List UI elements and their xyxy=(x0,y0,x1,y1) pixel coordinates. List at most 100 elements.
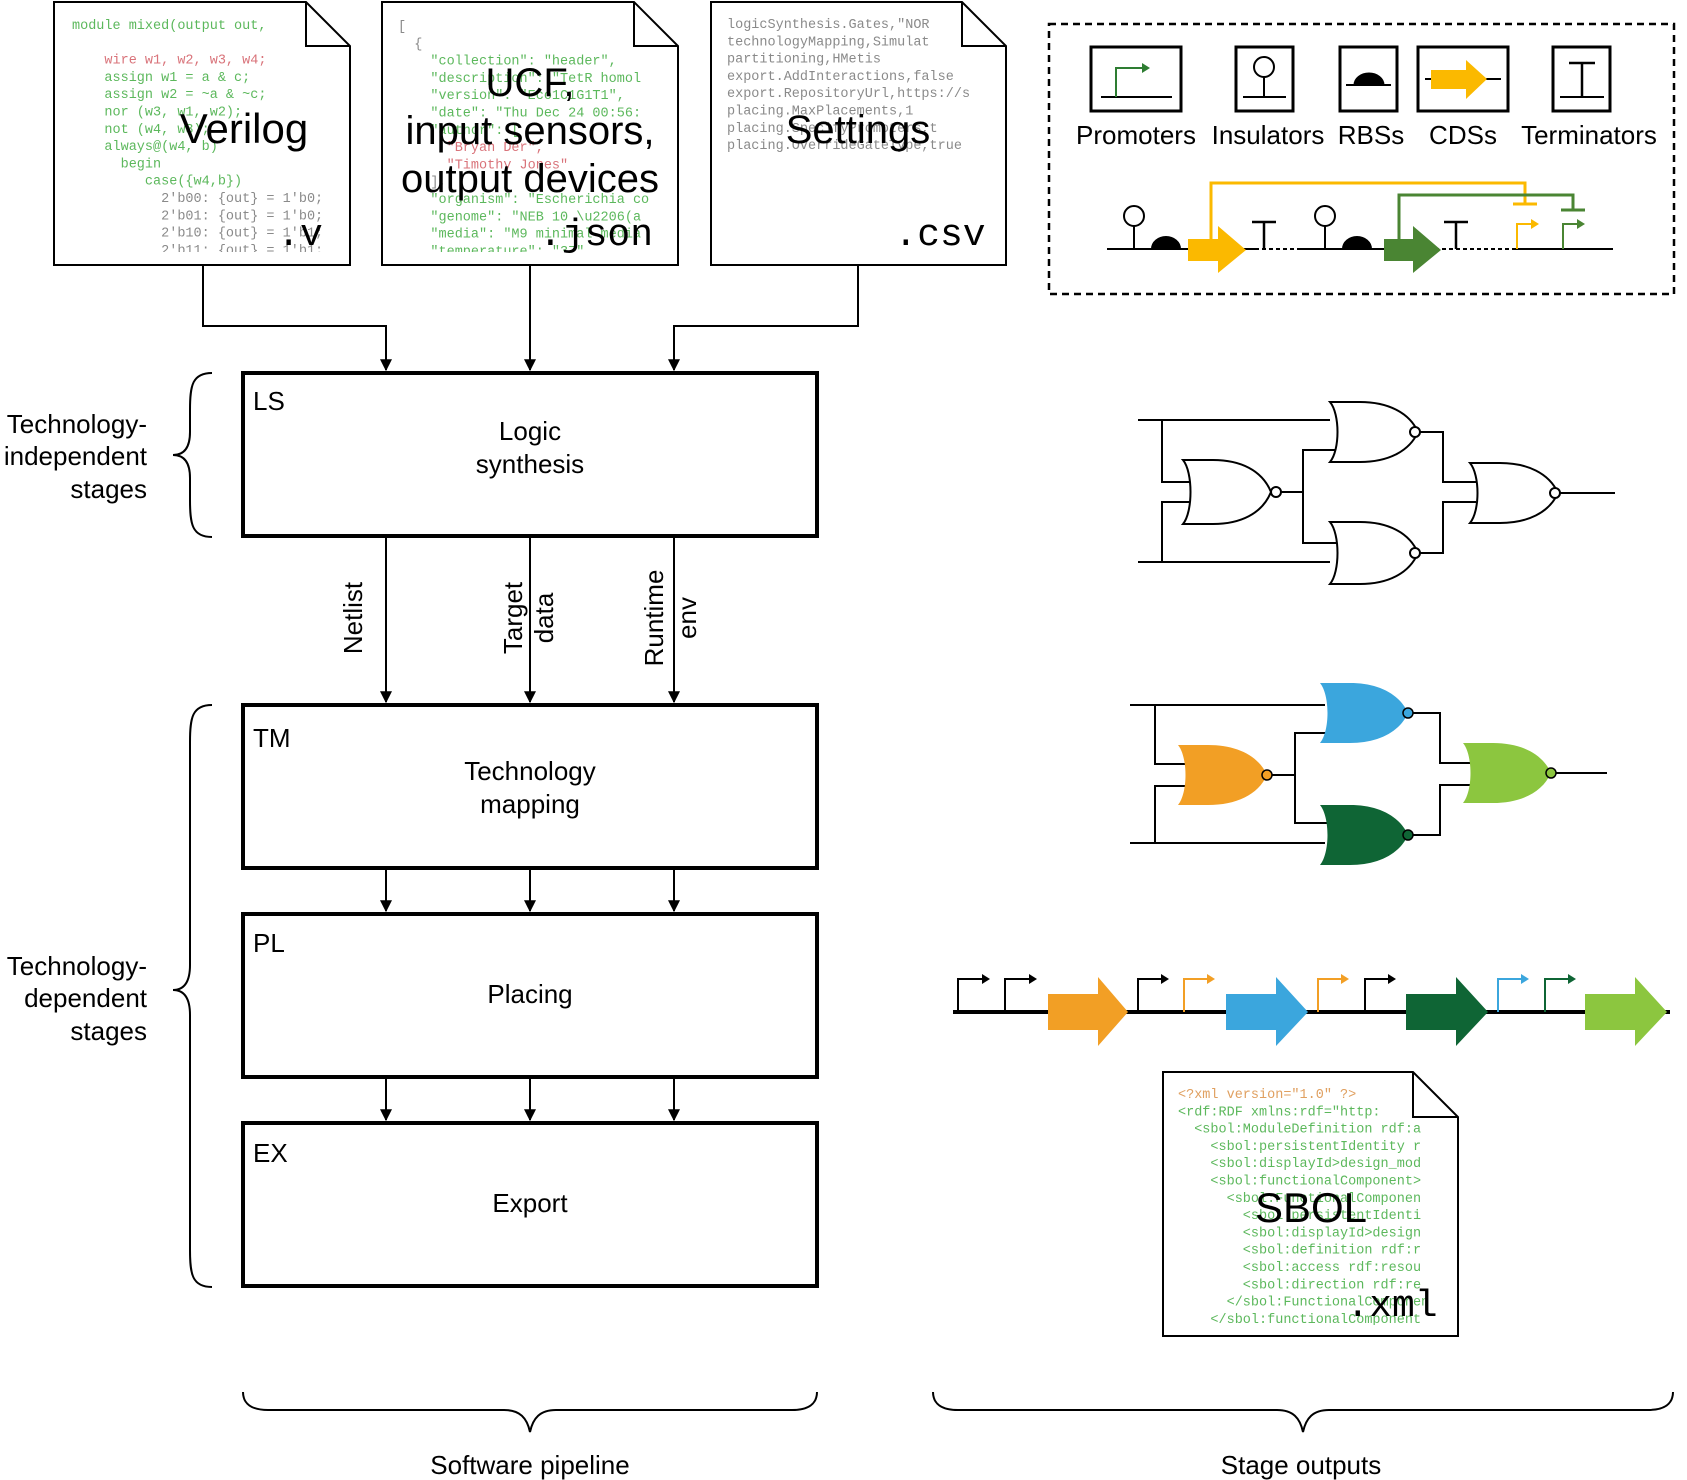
verilog-title: Verilog xyxy=(180,105,308,152)
ucf-title-2: input sensors, xyxy=(405,109,654,153)
stage-tm: TM Technology mapping xyxy=(241,703,819,870)
group-dependent-2: dependent xyxy=(24,983,148,1013)
code-line: <sbol:persistentIdentity r xyxy=(1178,1140,1421,1155)
settings-title: Settings xyxy=(786,108,931,152)
verilog-file: module mixed(output out, wire w1, w2, w3… xyxy=(53,1,351,266)
rbs-legend-icon xyxy=(1338,45,1399,113)
stage-ls-code: LS xyxy=(253,386,285,416)
flow-label-target: Target xyxy=(498,581,528,654)
code-line: 2'b11: {out} = 1'b1; xyxy=(72,244,323,259)
code-line: <sbol:FunctionalComponen xyxy=(1178,1192,1421,1207)
legend-terminators: Terminators xyxy=(1521,120,1657,150)
code-line: "organism": "Escherichia co xyxy=(398,193,649,208)
left-braces xyxy=(172,372,213,1288)
code-line: technologyMapping,Simulat xyxy=(727,35,930,50)
code-line: export.AddInteractions,false xyxy=(727,70,954,85)
code-line: placing.OverrideGateType,true xyxy=(727,139,962,154)
code-line: "Timothy Jones" xyxy=(398,158,568,173)
insulator-legend-icon xyxy=(1234,45,1295,113)
code-line: <sbol:definition rdf:r xyxy=(1178,1244,1421,1259)
code-line: "description": "TetR homol xyxy=(398,72,641,87)
code-line: <sbol:displayId>design_mod xyxy=(1178,1157,1421,1172)
code-line: placing.MaxPlacements,1 xyxy=(727,105,913,120)
group-dependent-1: Technology- xyxy=(7,951,147,981)
code-line: begin xyxy=(72,157,161,172)
terminator-legend-icon xyxy=(1551,45,1612,113)
code-line: wire w1, w2, w3, w4; xyxy=(72,54,266,69)
legend: Promoters Insulators RBSs CDSs Terminato… xyxy=(1047,22,1676,296)
code-line: "author": [ xyxy=(398,124,520,139)
code-line: [ xyxy=(398,20,406,35)
footer-software-pipeline: Software pipeline xyxy=(430,1450,629,1480)
stage-tm-name-1: Technology xyxy=(464,756,596,786)
code-line: assign w1 = a & c; xyxy=(72,71,250,86)
stage-tm-name-2: mapping xyxy=(480,789,580,819)
ucf-title-1: UCF, xyxy=(486,61,575,105)
flow-label-netlist: Netlist xyxy=(338,581,368,654)
code-line: module mixed(output out, xyxy=(72,19,266,34)
sbol-ext: .xml xyxy=(1346,1285,1437,1328)
code-line: "temperature": "37", xyxy=(398,245,592,260)
settings-ext: .csv xyxy=(894,214,985,257)
code-line: nor (w3, w1, w2); xyxy=(72,106,242,121)
bottom-braces xyxy=(242,1391,1674,1433)
code-line: "collection": "header", xyxy=(398,55,617,70)
code-line: "genome": "NEB 10 \u2206(a xyxy=(398,210,641,225)
stage-tm-code: TM xyxy=(253,723,291,753)
code-line: 2'b10: {out} = 1'b1; xyxy=(72,227,323,242)
code-line: <?xml version="1.0" ?> xyxy=(1178,1088,1356,1103)
ucf-ext: .json xyxy=(539,214,653,257)
group-dependent-3: stages xyxy=(70,1016,147,1046)
stage-pl: PL Placing xyxy=(241,912,819,1079)
code-line: not (w4, w3); xyxy=(72,123,210,138)
sbol-file: <?xml version="1.0" ?> <rdf:RDF xmlns:rdf… xyxy=(1162,1071,1459,1337)
genetic-construct-diagram xyxy=(953,974,1670,1046)
stage-ls-name-1: Logic xyxy=(499,416,561,446)
verilog-code: module mixed(output out, wire w1, w2, w3… xyxy=(72,19,323,259)
legend-promoters: Promoters xyxy=(1076,120,1196,150)
code-line: 2'b01: {out} = 1'b0; xyxy=(72,209,323,224)
code-line: <sbol:persistentIdenti xyxy=(1178,1209,1421,1224)
stage-arrows xyxy=(380,538,680,1122)
logic-netlist-diagram xyxy=(1138,401,1615,585)
legend-insulators: Insulators xyxy=(1212,120,1325,150)
stage-ex: EX Export xyxy=(241,1121,819,1288)
example-circuit-diagram xyxy=(1107,181,1613,273)
flow-label-data: data xyxy=(529,592,559,643)
promoter-legend-icon xyxy=(1089,45,1183,113)
stage-ex-name: Export xyxy=(492,1188,568,1218)
ucf-code: [ { "collection": "header", "description… xyxy=(398,20,649,260)
code-line: always@(w4, b) xyxy=(72,140,218,155)
code-line: "version": "Eco1C1G1T1", xyxy=(398,89,625,104)
stage-ls-name-2: synthesis xyxy=(476,449,584,479)
ucf-title-3: output devices xyxy=(401,157,659,201)
ucf-file: [ { "collection": "header", "description… xyxy=(381,1,679,266)
sbol-title: SBOL xyxy=(1255,1184,1367,1231)
group-independent-3: stages xyxy=(70,474,147,504)
code-line: export.RepositoryUrl,https://s xyxy=(727,87,970,102)
code-line: "Bryan Der", xyxy=(398,141,544,156)
code-line: <sbol:displayId>design xyxy=(1178,1226,1421,1241)
code-line: placing.SpecifyPromoters,t xyxy=(727,122,938,137)
code-line: partitioning,HMetis xyxy=(727,53,881,68)
code-line: case({w4,b}) xyxy=(72,175,242,190)
settings-code: logicSynthesis.Gates,"NOR technologyMappi… xyxy=(727,18,970,154)
code-line: 2'b00: {out} = 1'b0; xyxy=(72,192,323,207)
stage-ls: LS Logic synthesis xyxy=(241,371,819,538)
flow-labels: Netlist Target data Runtime env xyxy=(338,570,702,667)
code-line: <sbol:ModuleDefinition rdf:a xyxy=(1178,1123,1421,1138)
verilog-ext: .v xyxy=(277,214,323,257)
code-line: assign w2 = ~a & ~c; xyxy=(72,88,266,103)
code-line: { xyxy=(398,37,422,52)
stage-ex-code: EX xyxy=(253,1138,288,1168)
stage-pl-code: PL xyxy=(253,928,285,958)
code-line: </sbol:FunctionalComponen xyxy=(1178,1296,1429,1311)
code-line: <rdf:RDF xmlns:rdf="http: xyxy=(1178,1105,1381,1120)
sbol-code: <?xml version="1.0" ?> <rdf:RDF xmlns:rdf… xyxy=(1178,1088,1429,1325)
cds-legend-icon xyxy=(1416,45,1510,113)
code-line: logicSynthesis.Gates,"NOR xyxy=(727,18,930,33)
code-line: "media": "M9 minimal media xyxy=(398,228,641,243)
flow-label-env: env xyxy=(672,597,702,639)
code-line: ], xyxy=(398,176,447,191)
